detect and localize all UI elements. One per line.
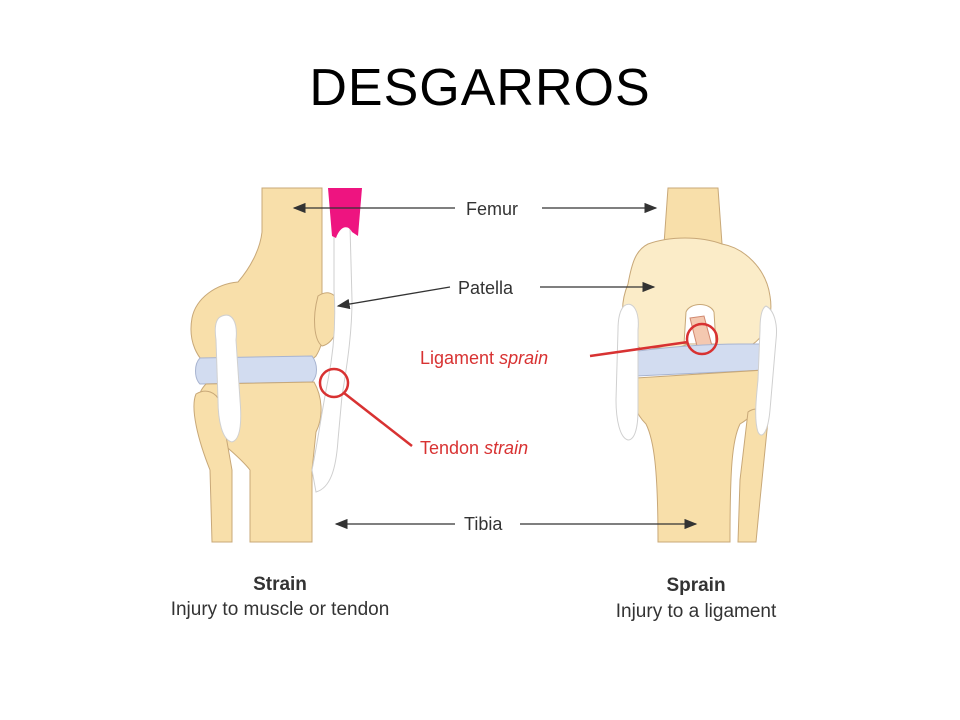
slide-title: DESGARROS: [309, 59, 651, 117]
strain-caption-title: Strain: [253, 574, 307, 595]
tendon-strain-italic: strain: [484, 438, 528, 458]
sprain-caption-title: Sprain: [666, 575, 725, 596]
femur-label: Femur: [466, 199, 518, 219]
left-tendon: [311, 225, 353, 493]
right-femur: [663, 187, 723, 245]
ligament-sprain-label: Ligament sprain: [420, 348, 548, 368]
sprain-caption-text: Injury to a ligament: [616, 601, 777, 622]
strain-caption-text: Injury to muscle or tendon: [171, 599, 390, 620]
ligament-sprain-italic: sprain: [499, 348, 548, 368]
ligament-sprain-normal: Ligament: [420, 348, 499, 368]
leader-lines: [292, 202, 698, 530]
patella-label: Patella: [458, 278, 514, 298]
tendon-strain-circle: [318, 367, 350, 399]
ligament-sprain-circle: [685, 322, 719, 356]
right-knee-sprain: [615, 187, 777, 543]
right-medial-ligament: [615, 303, 639, 441]
tibia-label: Tibia: [464, 514, 503, 534]
left-knee-strain: [190, 187, 362, 543]
right-lateral-ligament: [755, 305, 777, 436]
tendon-strain-label: Tendon strain: [420, 438, 528, 458]
tendon-strain-normal: Tendon: [420, 438, 484, 458]
left-muscle: [328, 188, 362, 238]
left-collateral-ligament: [214, 314, 242, 443]
left-femur: [190, 187, 325, 371]
left-meniscus: [195, 355, 317, 385]
